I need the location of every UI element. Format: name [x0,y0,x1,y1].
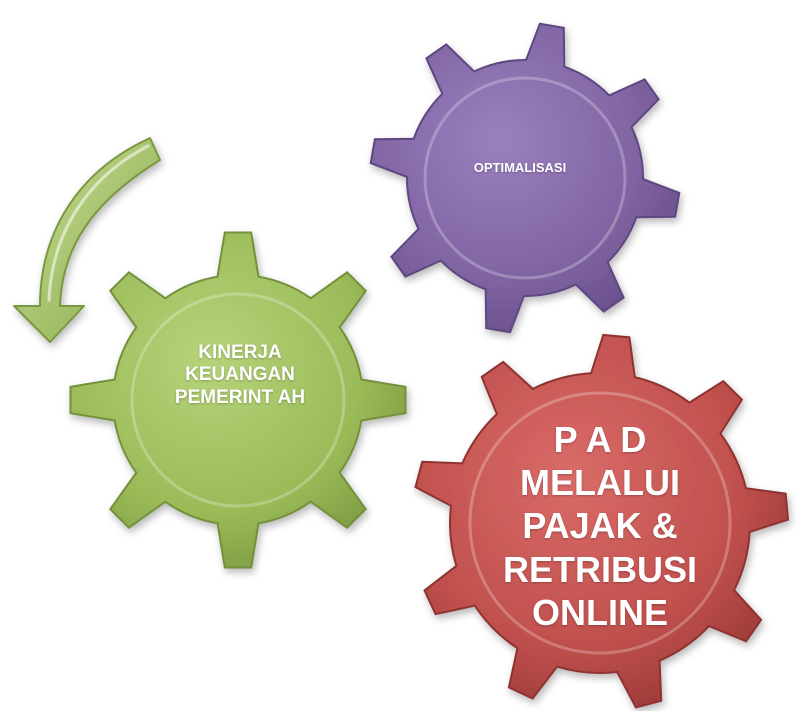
pad-online-gear [414,333,790,709]
label-line: P A D [553,419,647,460]
label-line: PAJAK & [522,505,678,547]
kinerja-keuangan-gear-bevel [130,292,346,508]
curved-arrow-down-icon [13,137,161,343]
label-line: ONLINE [531,591,668,633]
optimalisasi-gear-bevel [423,76,627,280]
pad-online-gear-bevel [468,391,732,655]
optimalisasi-label: OPTIMALISASI [420,160,620,175]
optimalisasi-gear [369,22,681,334]
label-line: KEUANGAN [185,364,295,386]
kinerja-keuangan-label: KINERJA KEUANGAN PEMERINT AH [120,342,360,409]
pad-online-label: P A D MELALUI PAJAK & RETRIBUSI ONLINE [460,418,740,634]
kinerja-keuangan-gear [69,231,407,569]
label-line: PEMERINT AH [174,386,306,408]
label-line: MELALUI [520,462,680,504]
label-line: RETRIBUSI [502,548,697,590]
label-line: KINERJA [198,342,282,363]
label-line: OPTIMALISASI [473,160,567,175]
